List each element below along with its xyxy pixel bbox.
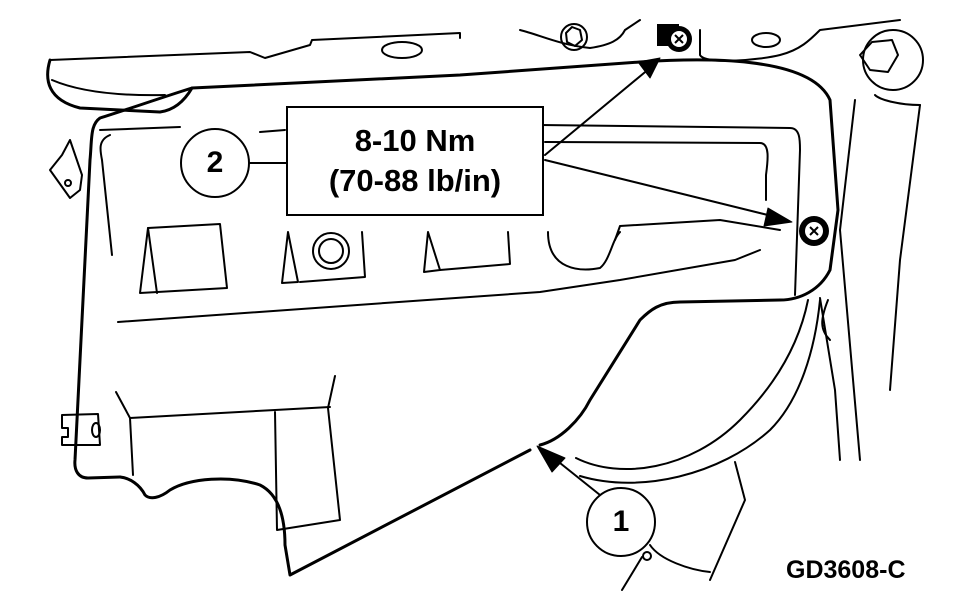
bolt-icon xyxy=(657,24,692,52)
torque-metric: 8-10 Nm xyxy=(354,123,476,158)
callout-1: 1 xyxy=(586,487,656,557)
torque-spec-box: 8-10 Nm (70-88 lb/in) xyxy=(286,106,544,216)
figure-id: GD3608-C xyxy=(786,556,906,584)
torque-imperial: (70-88 lb/in) xyxy=(328,163,502,198)
callout-1-number: 1 xyxy=(612,505,630,538)
bolt-icon xyxy=(799,216,829,246)
callout-2-number: 2 xyxy=(206,146,224,179)
callout-2: 2 xyxy=(180,128,250,198)
